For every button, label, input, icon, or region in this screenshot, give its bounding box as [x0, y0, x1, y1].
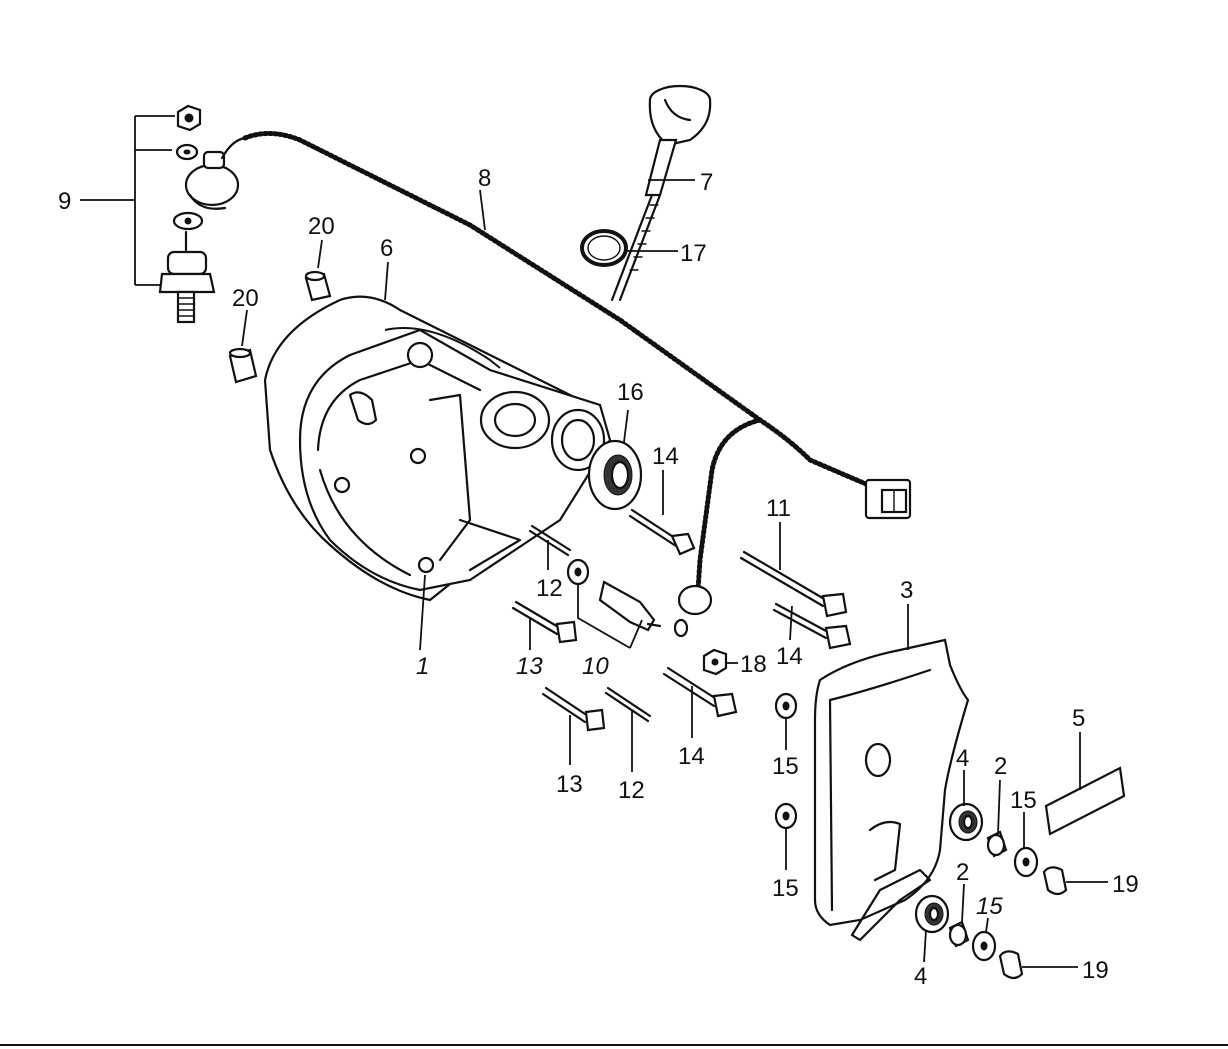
callout-2-upper: 2	[994, 753, 1007, 780]
callout-5: 5	[1072, 705, 1085, 732]
part-15-washers	[774, 692, 1039, 962]
callout-9: 9	[58, 188, 71, 215]
callout-labels: 9 8 7 17 20 20 6 16 14 11 3 12 1 13 10 1…	[58, 165, 1139, 990]
callout-17: 17	[680, 240, 707, 267]
callout-1: 1	[416, 653, 429, 680]
part-7-oil-filler-cap	[610, 84, 712, 302]
callout-12-lower: 12	[618, 777, 645, 804]
part-16-oil-seal	[587, 409, 643, 511]
part-17-o-ring	[580, 229, 678, 267]
part-11-long-bolt	[739, 522, 848, 618]
callout-14-lower: 14	[678, 743, 705, 770]
part-8-wire-harness	[242, 131, 912, 638]
part-1-side-cover	[298, 328, 612, 651]
part-10-washer-and-switch	[566, 558, 662, 649]
callout-19-lower: 19	[1082, 957, 1109, 984]
callout-13-upper: 13	[516, 653, 543, 680]
part-9-switch-assembly	[80, 104, 247, 324]
part-19-cap-nuts	[998, 866, 1108, 980]
callout-15-right-lower: 15	[976, 893, 1003, 920]
part-3-outer-cover	[813, 604, 970, 942]
part-13-bolts	[511, 600, 606, 765]
callout-19-upper: 19	[1112, 871, 1139, 898]
part-14-bolts	[628, 470, 852, 738]
callout-20-upper: 20	[308, 213, 335, 240]
callout-15-right-upper: 15	[1010, 787, 1037, 814]
part-18-nut	[702, 648, 738, 676]
part-4-grommets	[914, 770, 984, 963]
callout-7: 7	[700, 169, 713, 196]
callout-3: 3	[900, 577, 913, 604]
callout-18: 18	[740, 651, 767, 678]
callout-16: 16	[617, 379, 644, 406]
callout-10: 10	[582, 653, 609, 680]
callout-4-lower: 4	[914, 963, 927, 990]
callout-2-lower: 2	[956, 859, 969, 886]
callout-13-lower: 13	[556, 771, 583, 798]
callout-4-upper: 4	[956, 745, 969, 772]
callout-14-middle: 14	[776, 643, 803, 670]
part-5-label	[1044, 732, 1126, 836]
callout-11: 11	[766, 495, 791, 522]
part-12-studs	[528, 524, 652, 772]
part-2-collars	[948, 779, 1008, 948]
callout-20-lower: 20	[232, 285, 259, 312]
callout-15-left-upper: 15	[772, 753, 799, 780]
callout-12-upper: 12	[536, 575, 563, 602]
part-20-dowel-pins	[228, 239, 332, 384]
callout-6: 6	[380, 235, 393, 262]
callout-14-upper: 14	[652, 443, 679, 470]
callout-15-left-lower: 15	[772, 875, 799, 902]
callout-8: 8	[478, 165, 491, 192]
